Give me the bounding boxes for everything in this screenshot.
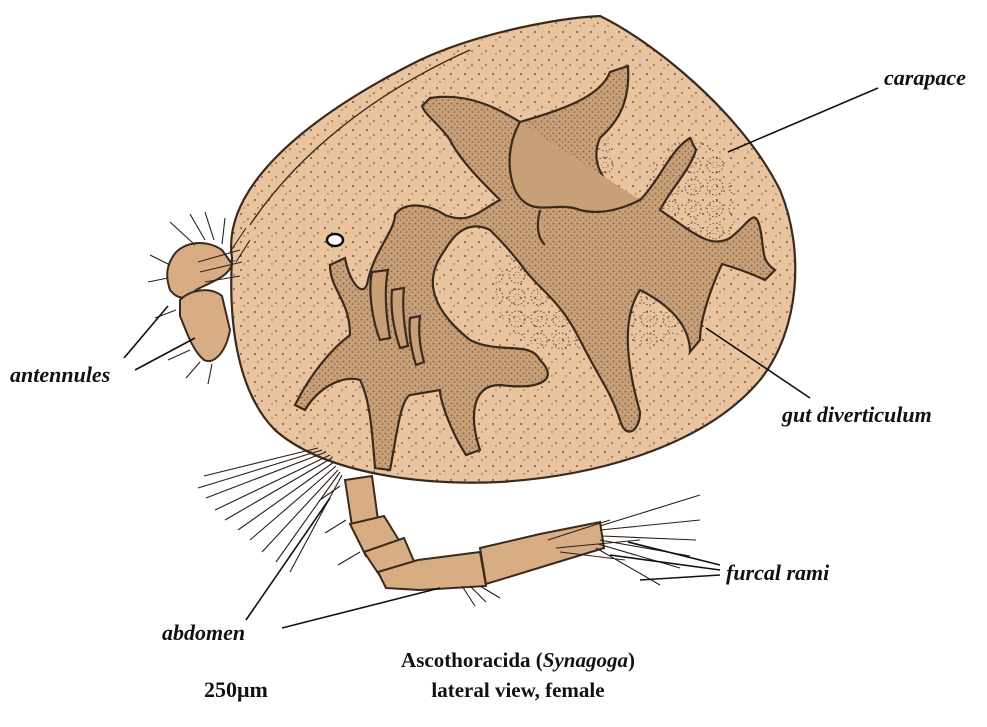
abdomen-leader-1 — [246, 498, 330, 620]
eye-spot — [327, 234, 343, 246]
abdomen-label: abdomen — [162, 620, 245, 645]
furcal-rami-leader-1 — [628, 542, 720, 565]
furcal-rami-leader-3 — [640, 575, 720, 580]
antennules-label: antennules — [10, 362, 110, 387]
antennules-leader-2 — [135, 338, 195, 370]
scale-bar-label: 250μm — [204, 677, 268, 702]
furcal-rami-label: furcal rami — [726, 560, 830, 585]
antennules-leader-1 — [124, 306, 168, 358]
figure-caption-line1: Ascothoracida (Synagoga) — [401, 648, 635, 672]
furcal-rami-leader-2 — [610, 555, 720, 570]
figure-caption-line2: lateral view, female — [431, 678, 604, 702]
gut-diverticulum-label: gut diverticulum — [781, 402, 932, 427]
abdomen-leader-2 — [282, 588, 440, 628]
setae-fan — [198, 448, 342, 572]
carapace-label: carapace — [884, 65, 966, 90]
carapace-leader — [728, 88, 878, 152]
abdomen-drawing — [320, 476, 604, 606]
